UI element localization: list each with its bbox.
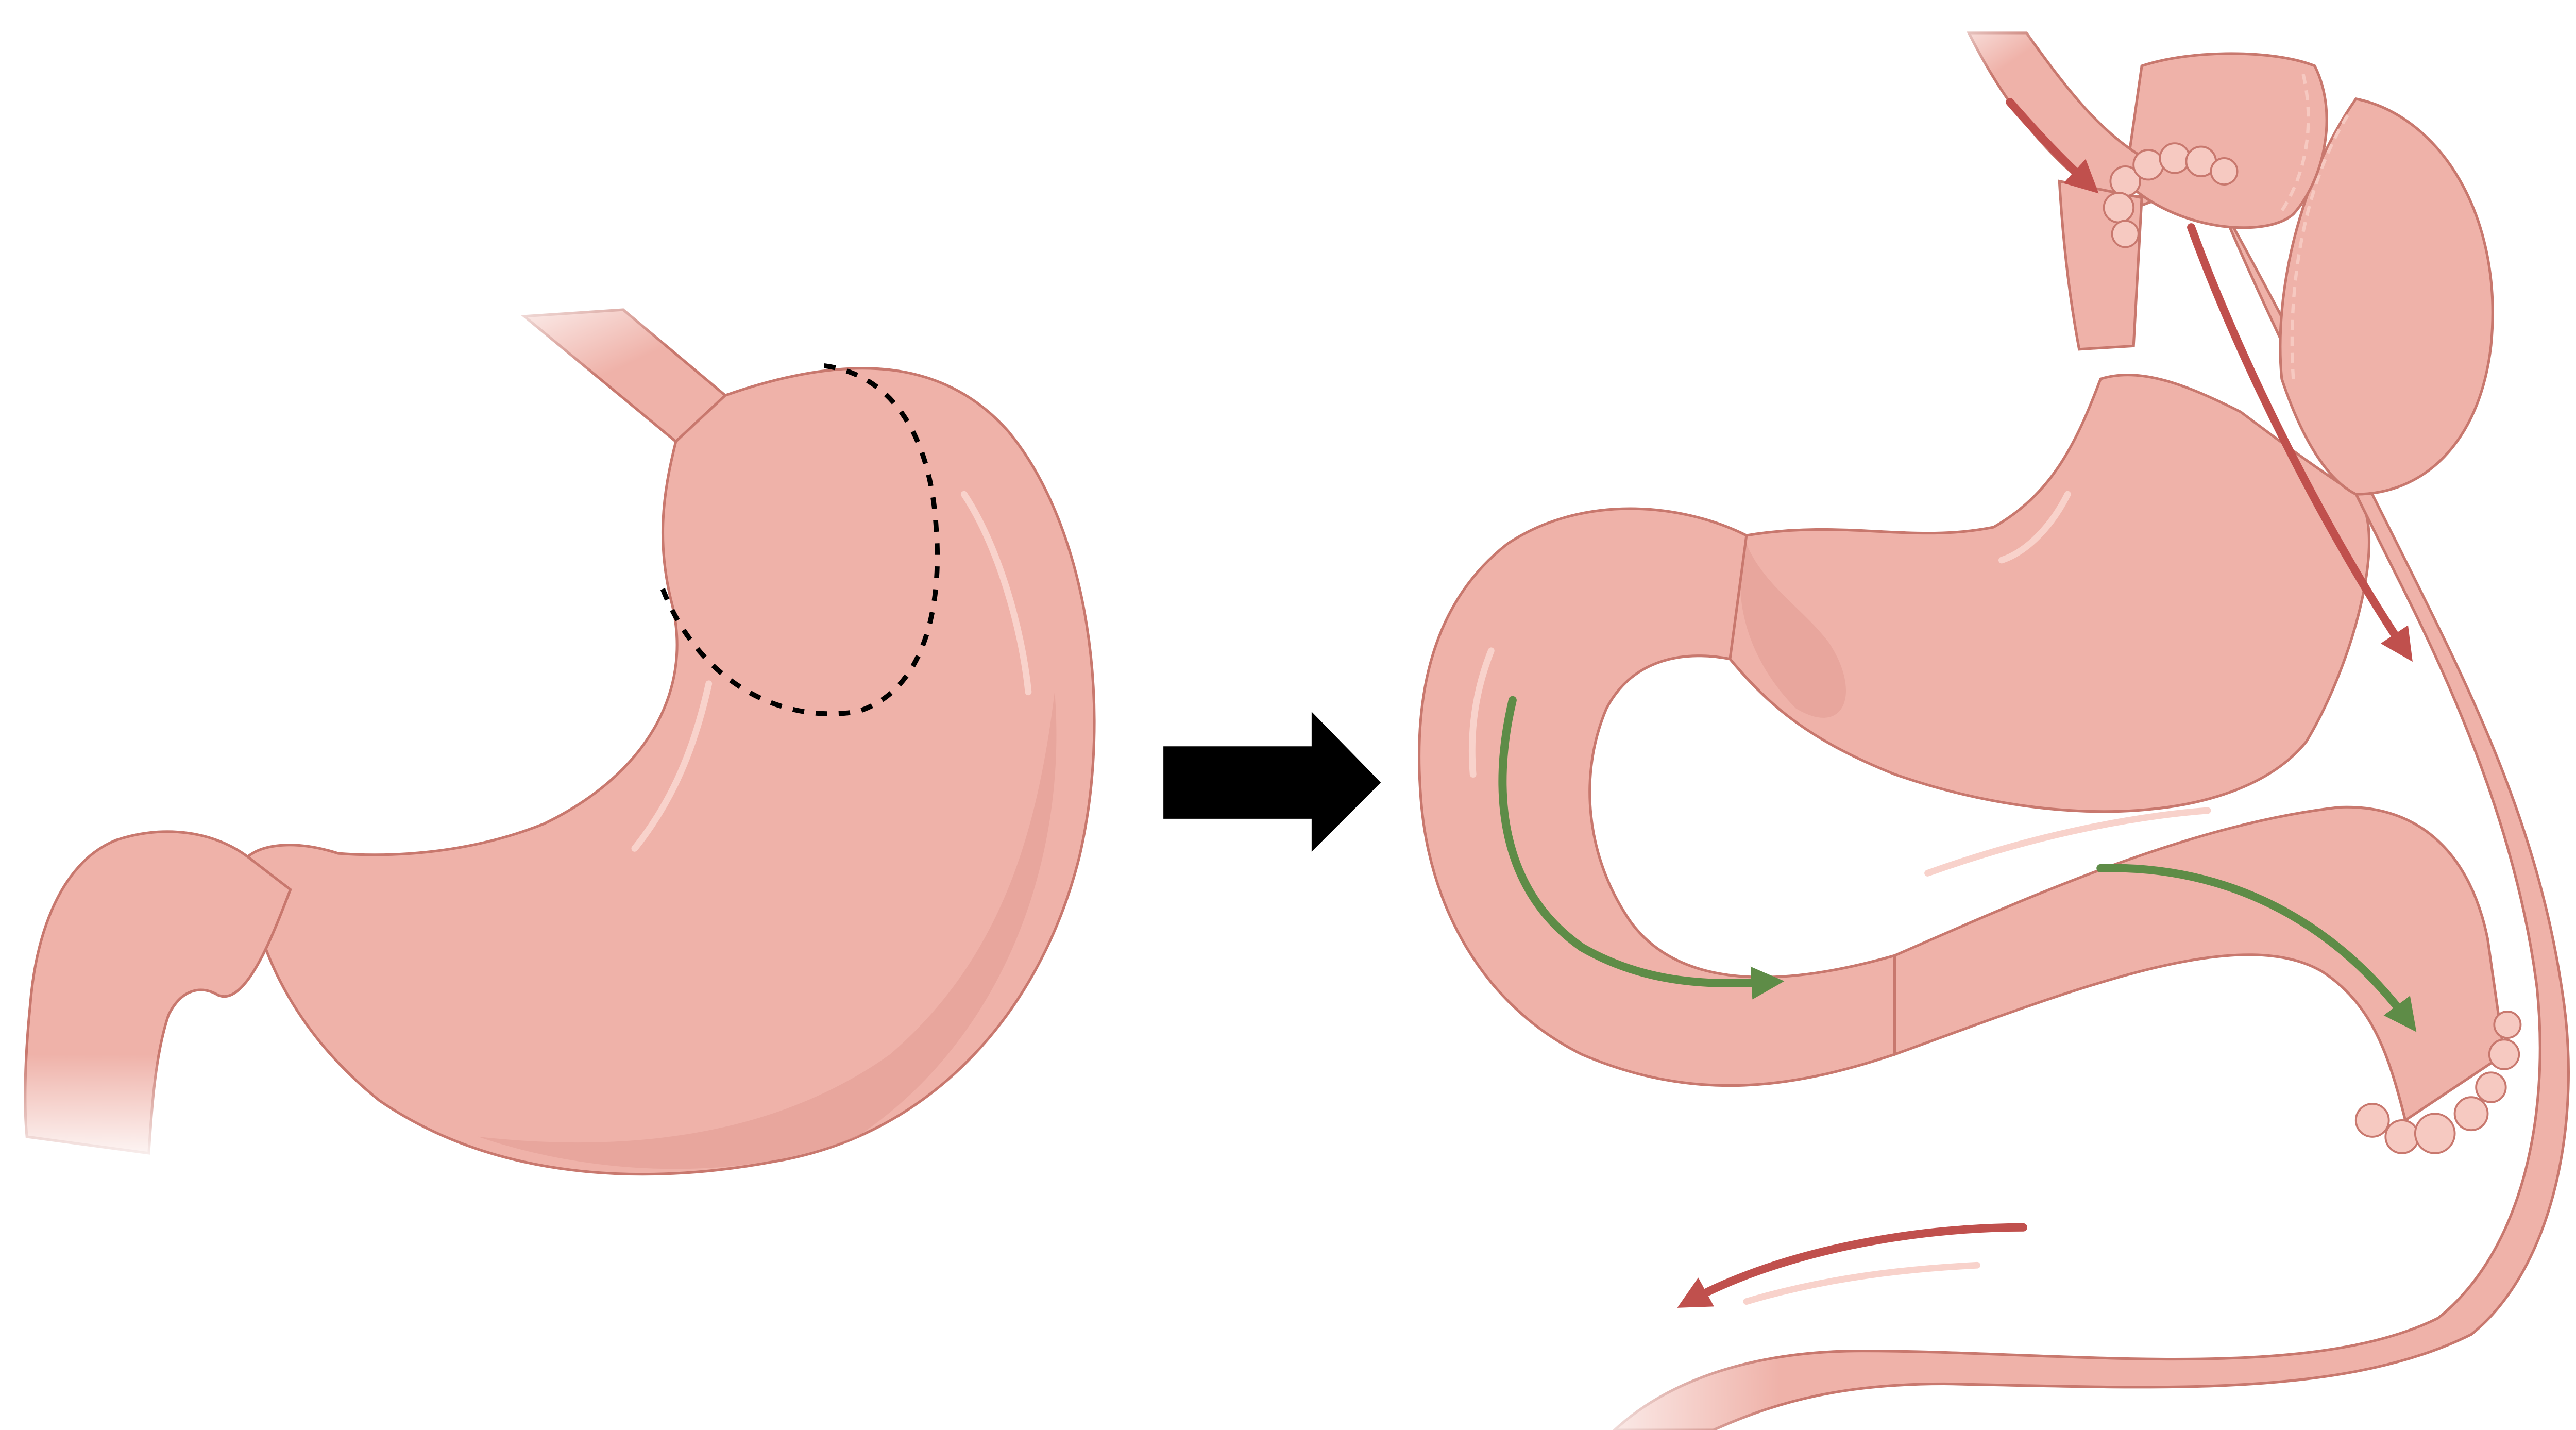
duodenum-fade — [1, 1054, 182, 1170]
roux-limb-highlight — [1747, 1265, 1977, 1301]
esophagus-right-fade — [1944, 0, 2076, 91]
transition-arrow — [1163, 712, 1381, 852]
gastric-pouch — [2125, 54, 2327, 228]
gastric-bypass-panel — [1419, 0, 2569, 1430]
roux-limb-fade — [1549, 1285, 1780, 1430]
normal-stomach-panel — [1, 288, 1094, 1174]
remnant-stomach — [1712, 375, 2369, 812]
esophagus-fade — [495, 288, 742, 403]
stomach-body — [248, 368, 1094, 1174]
